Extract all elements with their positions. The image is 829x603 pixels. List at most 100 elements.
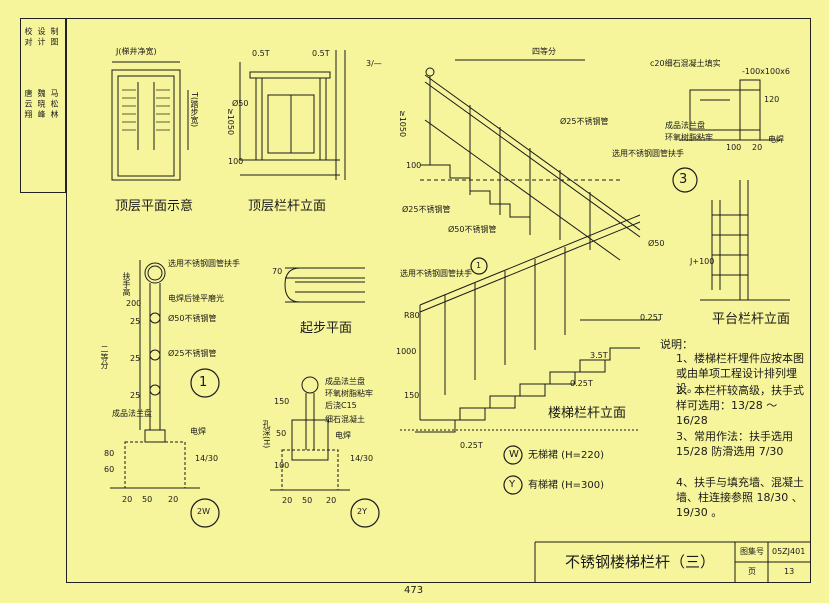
dim-2y-100: 100 — [274, 461, 290, 470]
label-upper-pipe25: Ø25不锈钢管 — [560, 117, 609, 126]
ref-14-30: 14/30 — [195, 454, 219, 463]
label-pipe-50: Ø50不锈钢管 — [168, 314, 217, 323]
dim-025t-b: 0.25T — [570, 379, 593, 388]
callout-1-circle — [190, 368, 220, 398]
signature-name: 魏 晓 峰 — [37, 89, 46, 119]
label-upper-d50: Ø50 — [648, 239, 665, 248]
ref-3: 3/— — [366, 59, 382, 68]
top-plan-outline — [111, 69, 181, 181]
label-2y-concrete: 细石混凝土 — [325, 415, 365, 424]
drawing-title: 不锈钢楼梯栏杆（三） — [565, 553, 716, 571]
label-2y-weld: 电焊 — [335, 431, 351, 440]
signature-row: 设 计 — [37, 27, 46, 46]
dim-d3-100: 100 — [726, 143, 742, 152]
label-well-width: J(梯井净宽) — [116, 47, 157, 56]
dim-half-tread-b: 0.5T — [312, 49, 330, 58]
label-handrail: 选用不锈钢圆管扶手 — [168, 259, 240, 268]
legend-y-circle — [503, 475, 523, 495]
signature-row: 校 对 — [24, 27, 33, 46]
dim-2y-50b: 50 — [302, 496, 313, 505]
label-weld: 电焊 — [190, 427, 206, 436]
dim-70: 70 — [272, 267, 283, 276]
callout-2w-circle — [190, 498, 220, 528]
label-d3-concrete: c20细石混凝土填实 — [650, 59, 721, 68]
signature-row: 制 图 — [50, 27, 59, 46]
dim-2y-50: 50 — [276, 429, 287, 438]
legend-w-circle — [503, 445, 523, 465]
signature-bar: 校 对 设 计 制 图 唐 云 翔 魏 晓 峰 马 松 林 — [20, 18, 66, 193]
dim-d3-20: 20 — [752, 143, 763, 152]
dim-d3-120: 120 — [764, 95, 780, 104]
caption-start-plan: 起步平面 — [300, 321, 353, 336]
callout-3: 3 — [679, 172, 688, 187]
dim-diameter: Ø50 — [232, 99, 249, 108]
dim-upper-height: ≥1050 — [398, 110, 407, 138]
legend-w-text: 无梯裙 (H=220) — [528, 450, 604, 461]
signature-name: 马 松 林 — [50, 89, 59, 119]
note-item: 4、扶手与填充墙、混凝土墙、柱连接参照 18/30 、19/30 。 — [676, 476, 804, 519]
dim-25-b: 25 — [130, 354, 141, 363]
atlas-number: 05ZJ401 — [772, 547, 806, 556]
label-platform-width: J+100 — [690, 257, 715, 266]
dim-min-height: ≥1050 — [226, 108, 235, 136]
dim-25-c: 25 — [130, 391, 141, 400]
dim-200: 200 — [126, 299, 142, 308]
label-four-parts: 四等分 — [532, 47, 556, 56]
note-item: 2、本栏杆较高级，扶手式样可选用：13/28 ～ 16/28 — [676, 384, 804, 427]
label-pipe-25: Ø25不锈钢管 — [168, 349, 217, 358]
caption-top-plan: 顶层平面示意 — [115, 199, 194, 214]
callout-1: 1 — [199, 375, 208, 390]
dim-2y-150: 150 — [274, 397, 290, 406]
label-tread-width: T(踏步宽) — [190, 92, 199, 128]
callout-2y-circle — [350, 498, 380, 528]
dim-80: 80 — [104, 449, 115, 458]
drawing-frame — [66, 18, 811, 583]
dim-20-a: 20 — [122, 495, 133, 504]
dim-025t-a: 0.25T — [640, 313, 663, 322]
atlas-label: 图集号 — [740, 547, 764, 556]
ref-lower-1: 1 — [476, 261, 482, 270]
label-flange: 成品法兰盘 — [112, 409, 152, 418]
dim-50: 50 — [142, 495, 153, 504]
label-upper-handrail: 选用不锈钢圆管扶手 — [612, 149, 684, 158]
dim-two-parts: 二等分 — [100, 345, 109, 369]
label-weld-grind: 电焊后锉平磨光 — [168, 294, 224, 303]
dim-upper-100: 100 — [406, 161, 422, 170]
label-d3-plate: -100x100x6 — [742, 67, 790, 76]
page-number: 473 — [404, 585, 424, 596]
callout-2y: 2Y — [357, 507, 367, 516]
label-upper-pipe50: Ø50不锈钢管 — [448, 225, 497, 234]
ref-2y-14-30: 14/30 — [350, 454, 374, 463]
caption-platform: 平台栏杆立面 — [712, 312, 791, 327]
page-value: 13 — [784, 567, 795, 576]
label-d3-flange: 成品法兰盘 — [665, 121, 705, 130]
dim-100: 100 — [228, 157, 244, 166]
notes-heading: 说明： — [660, 338, 693, 351]
label-2y-epoxy: 环氧树脂粘牢 — [325, 389, 373, 398]
legend-w-symbol: W — [509, 449, 519, 460]
legend-y-symbol: Y — [509, 479, 516, 490]
dim-half-tread-a: 0.5T — [252, 49, 270, 58]
label-d3-weld: 电焊 — [768, 135, 784, 144]
dim-1000: 1000 — [396, 347, 417, 356]
dim-025t-c: 0.25T — [460, 441, 483, 450]
signature-name: 唐 云 翔 — [24, 89, 33, 119]
dim-2y-20-b: 20 — [326, 496, 337, 505]
caption-top-railing: 顶层栏杆立面 — [248, 199, 327, 214]
dim-2y-20-a: 20 — [282, 496, 293, 505]
label-upper-pipe25b: Ø25不锈钢管 — [402, 205, 451, 214]
callout-3-circle — [672, 167, 698, 193]
note-item: 1、楼梯栏杆埋件应按本图或由单项工程设计排列埋设。 — [676, 352, 804, 395]
label-2y-c15: 后浇C15 — [325, 401, 357, 410]
callout-ref-1-circle — [470, 257, 488, 275]
legend-y-text: 有梯裙 (H=300) — [528, 480, 604, 491]
dim-150: 150 — [404, 391, 420, 400]
dim-60: 60 — [104, 465, 115, 474]
tag-handrail-height: 扶手高 — [122, 272, 131, 296]
page-label: 页 — [748, 567, 756, 576]
callout-2w: 2W — [197, 507, 210, 516]
dim-20-b: 20 — [168, 495, 179, 504]
label-2y-flange: 成品法兰盘 — [325, 377, 365, 386]
label-lower-handrail: 选用不锈钢圆管扶手 — [400, 269, 472, 278]
